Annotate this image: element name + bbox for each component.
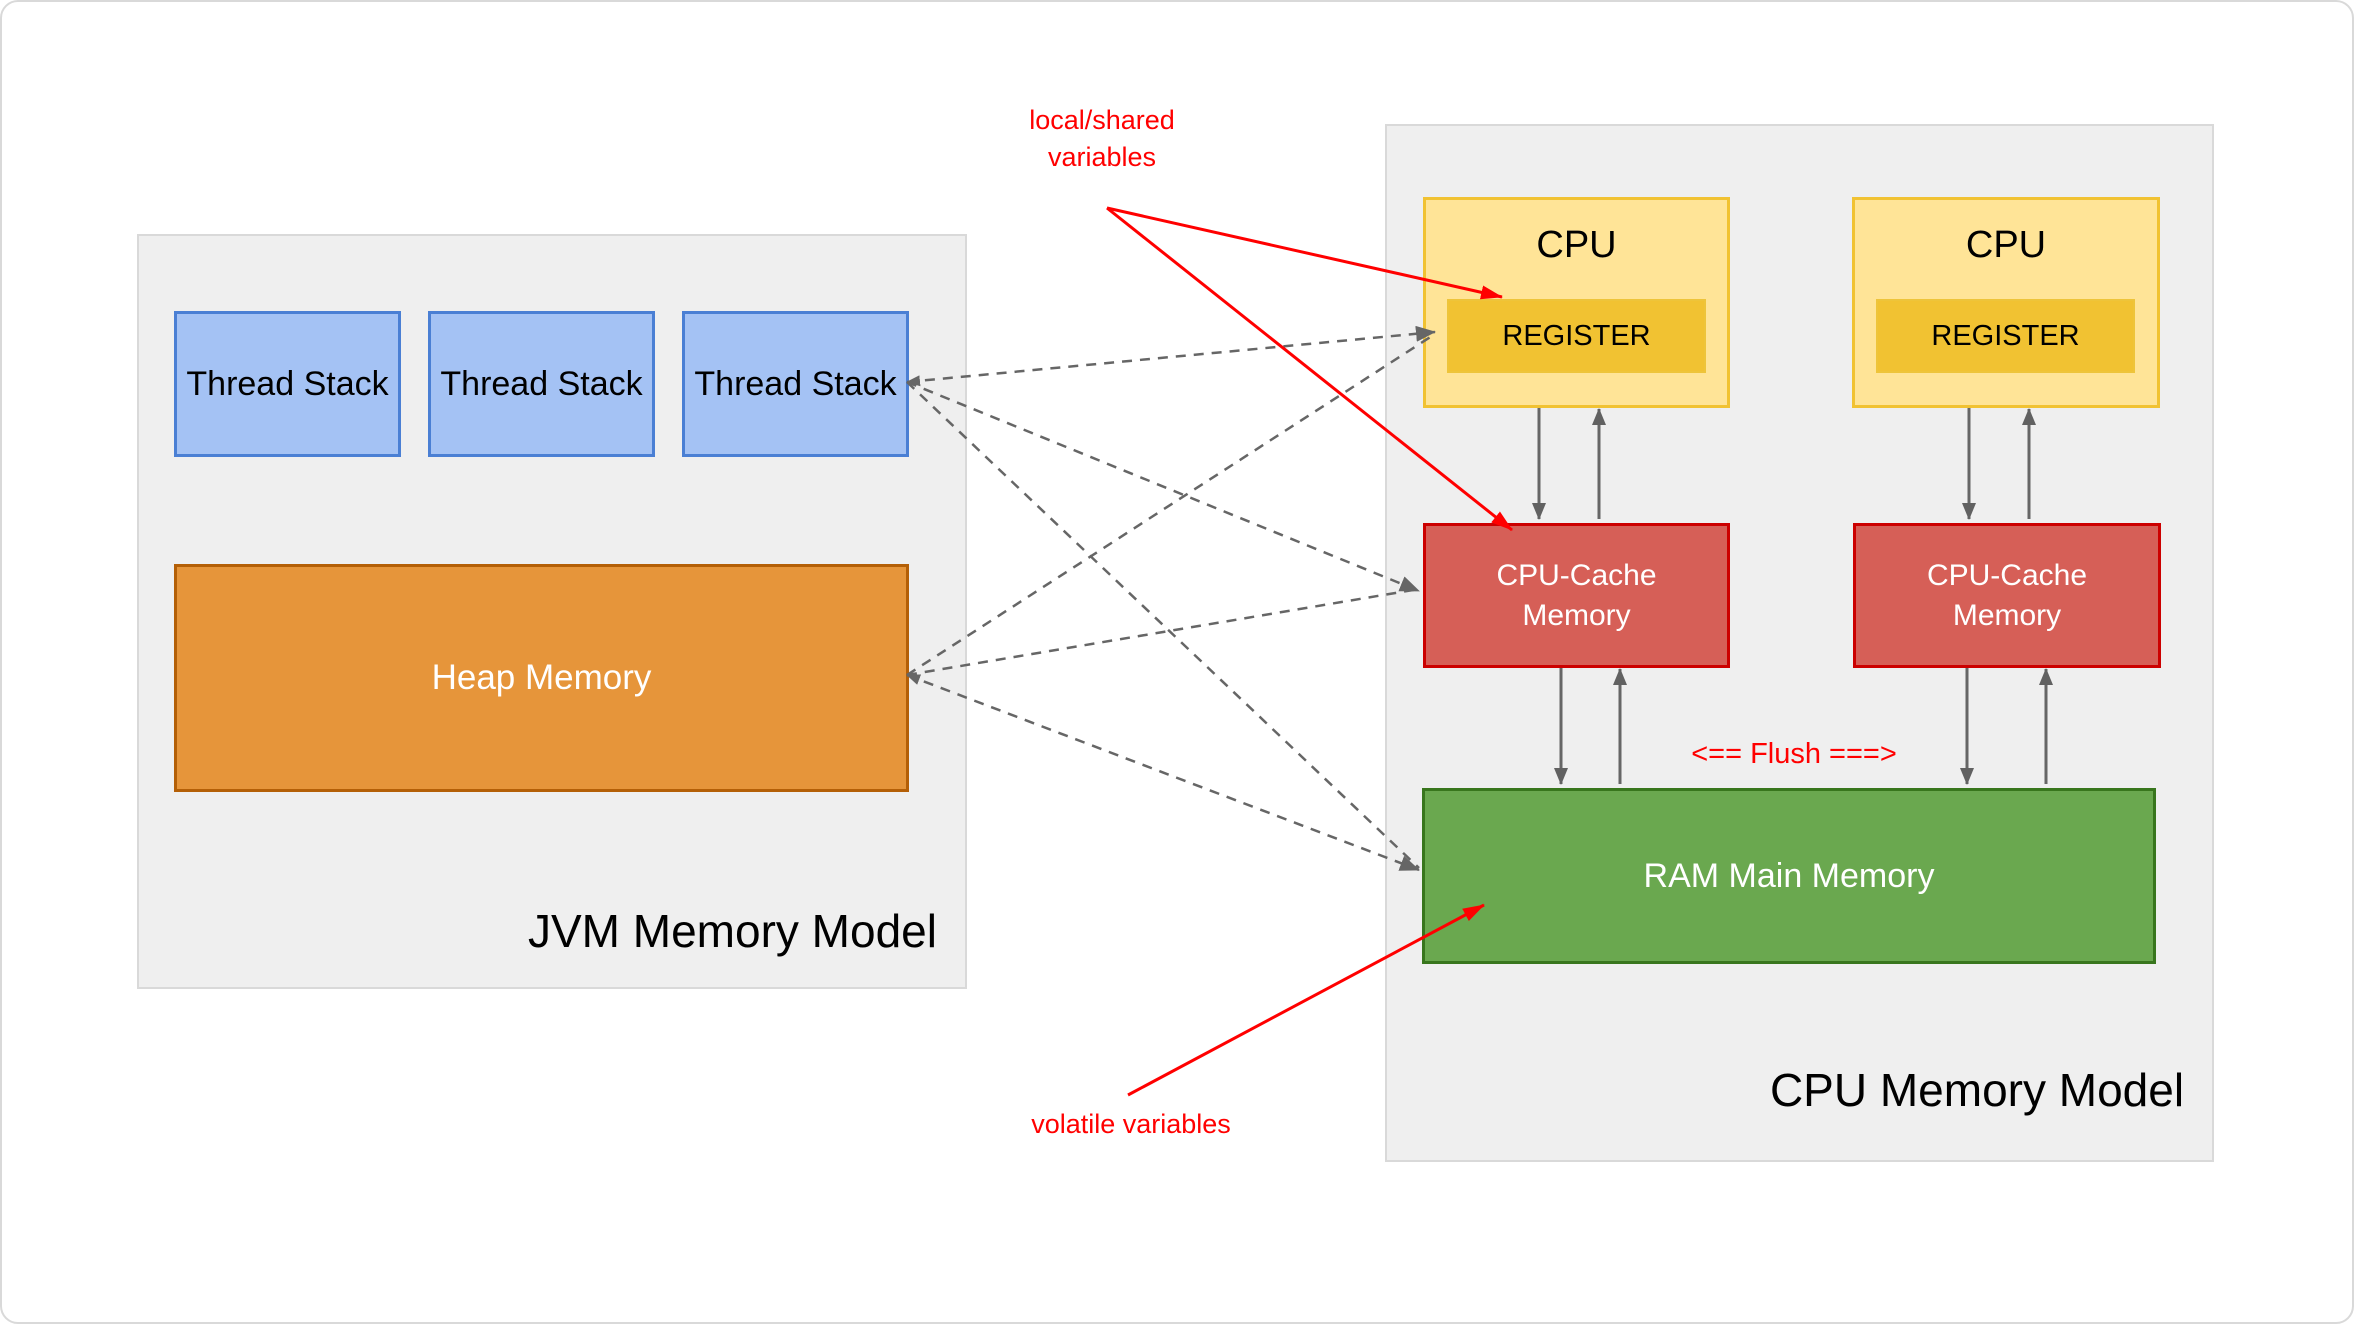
thread-stack-box-3: Thread Stack <box>682 311 909 457</box>
cpu-box-1: CPU REGISTER <box>1423 197 1730 408</box>
register-box-2: REGISTER <box>1876 299 2135 373</box>
ram-main-memory-label: RAM Main Memory <box>1643 856 1935 895</box>
dashed-arrow-heap-ram <box>906 673 1420 872</box>
register-label: REGISTER <box>1502 319 1651 352</box>
thread-stack-box-2: Thread Stack <box>428 311 655 457</box>
heap-memory-label: Heap Memory <box>431 658 652 697</box>
thread-stack-box-1: Thread Stack <box>174 311 401 457</box>
cpu-panel-title: CPU Memory Model <box>1769 1064 2185 1116</box>
dashed-arrow-stack-ram <box>906 381 1420 869</box>
register-box-1: REGISTER <box>1447 299 1706 373</box>
cpu-title: CPU <box>1536 224 1617 266</box>
cpu-cache-box-2: CPU-Cache Memory <box>1853 523 2161 668</box>
cpu-memory-model-panel: CPU REGISTER CPU REGISTER CPU-Cache Memo… <box>1385 124 2214 1162</box>
dashed-arrow-heap-cache <box>906 587 1420 677</box>
cpu-cache-label: CPU-Cache Memory <box>1926 558 2088 632</box>
cpu-title: CPU <box>1965 224 2047 266</box>
dashed-arrow-stack-register <box>906 325 1436 387</box>
dashed-arrow-heap-register <box>906 332 1436 677</box>
cpu-cache-label: CPU-Cache Memory <box>1496 558 1657 632</box>
cpu-box-2: CPU REGISTER <box>1852 197 2160 408</box>
volatile-variables-annotation: volatile variables <box>1031 1109 1231 1139</box>
thread-stack-label: Thread Stack <box>440 365 643 403</box>
local-shared-variables-annotation: local/shared variables <box>1029 105 1175 172</box>
cpu-cache-box-1: CPU-Cache Memory <box>1423 523 1730 668</box>
dashed-arrow-stack-cache <box>906 380 1420 593</box>
thread-stack-label: Thread Stack <box>186 365 389 403</box>
register-label: REGISTER <box>1931 319 2080 352</box>
ram-main-memory-box: RAM Main Memory <box>1422 788 2156 964</box>
flush-annotation: <== Flush ===> <box>1691 738 1897 770</box>
thread-stack-label: Thread Stack <box>694 365 897 403</box>
heap-memory-box: Heap Memory <box>174 564 909 792</box>
jvm-memory-model-panel: Thread Stack Thread Stack Thread Stack H… <box>137 234 967 989</box>
jvm-panel-title: JVM Memory Model <box>528 905 937 957</box>
